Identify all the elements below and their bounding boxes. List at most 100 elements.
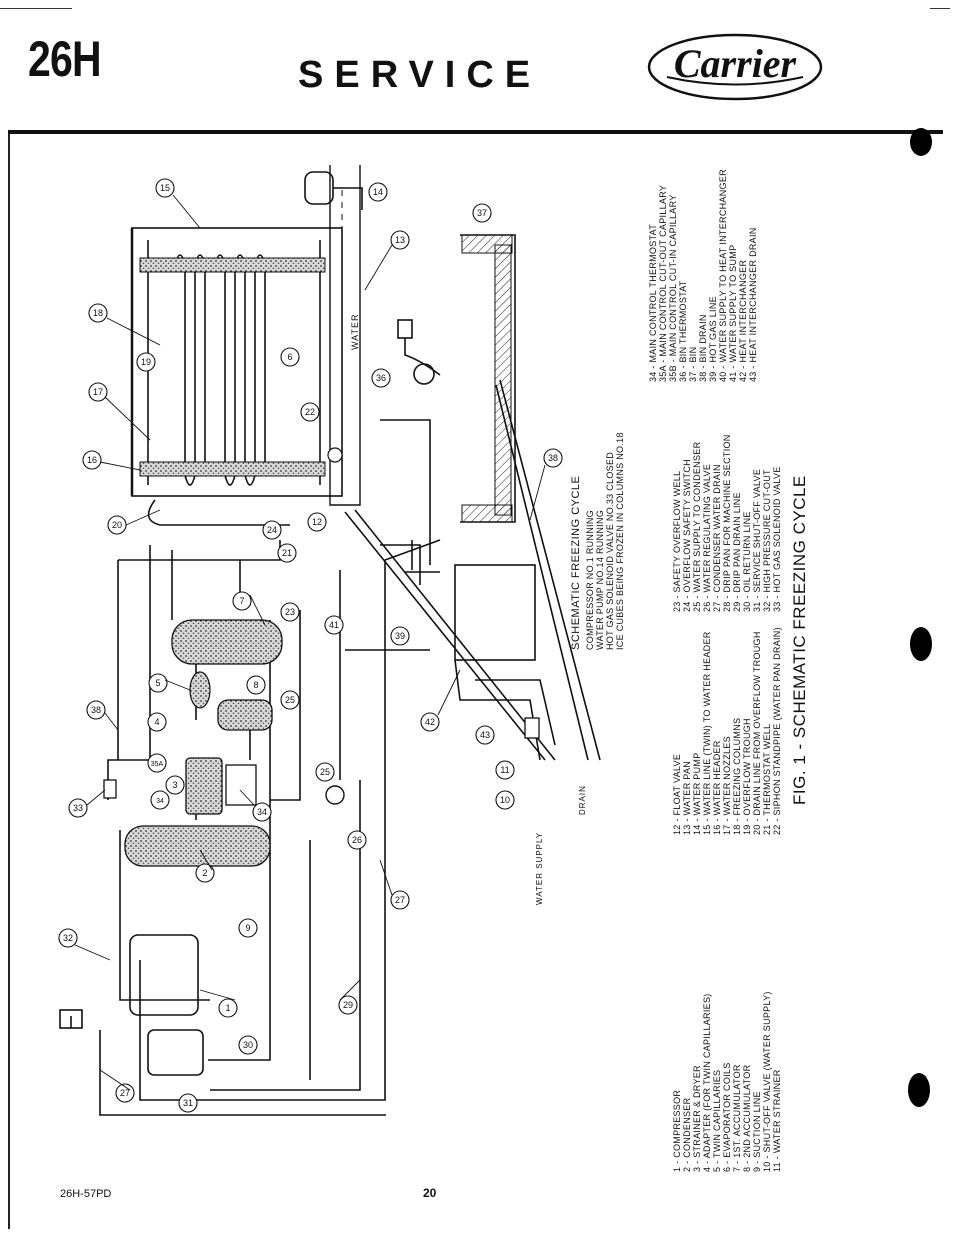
legend-item: 15 - WATER LINE (TWIN) TO WATER HEADER — [702, 631, 712, 835]
callout-18: 18 — [88, 303, 108, 323]
piping-lines — [59, 165, 601, 1116]
legend-item: 16 - WATER HEADER — [712, 740, 722, 835]
leader-lines — [74, 194, 546, 1091]
legend-item: 36 - BIN THERMOSTAT — [678, 280, 688, 382]
condenser — [124, 825, 271, 867]
legend-item: 40 - WATER SUPPLY TO HEAT INTERCHANGER — [718, 169, 728, 382]
model-number: 26H — [28, 31, 102, 87]
svg-text:3: 3 — [172, 780, 177, 790]
water-pan — [329, 165, 361, 506]
callout-27a: 27 — [390, 890, 410, 910]
svg-text:41: 41 — [329, 620, 339, 630]
callout-42: 42 — [420, 712, 440, 732]
svg-text:22: 22 — [305, 407, 315, 417]
hot-gas-solenoid — [103, 779, 117, 799]
legend-item: 29 - DRIP PAN DRAIN LINE — [732, 492, 742, 612]
svg-text:33: 33 — [73, 803, 83, 813]
second-accumulator — [217, 699, 273, 731]
callout-34: 34 — [252, 802, 272, 822]
page-title: SERVICE — [298, 54, 542, 96]
legend-item: 38 - BIN DRAIN — [698, 314, 708, 382]
svg-text:38: 38 — [91, 705, 101, 715]
callout-35b: 35A — [147, 753, 167, 773]
svg-text:30: 30 — [243, 1040, 253, 1050]
legend-item: 39 - HOT GAS LINE — [708, 296, 718, 382]
legend-item: 23 - SAFETY OVERFLOW WELL — [672, 470, 682, 612]
cycle-line: WATER PUMP NO.14 RUNNING — [595, 509, 605, 650]
legend-item: 42 - HEAT INTERCHANGER — [738, 259, 748, 382]
callout-21: 21 — [277, 543, 297, 563]
callout-39: 38 — [86, 700, 106, 720]
first-accumulator — [171, 619, 283, 665]
svg-text:23: 23 — [285, 607, 295, 617]
callout-38: 38 — [543, 448, 563, 468]
logo-ellipse-icon — [647, 33, 823, 101]
svg-text:20: 20 — [112, 520, 122, 530]
svg-text:24: 24 — [267, 525, 277, 535]
legend-item: 22 - SIPHON STANDPIPE (WATER PAN DRAIN) — [772, 627, 782, 835]
callout-10: 10 — [495, 790, 515, 810]
svg-text:8: 8 — [253, 680, 258, 690]
upper-header — [139, 257, 326, 273]
callout-23: 23 — [280, 602, 300, 622]
svg-text:14: 14 — [373, 187, 383, 197]
svg-text:32: 32 — [63, 933, 73, 943]
callout-25: 25 — [315, 762, 335, 782]
svg-text:34: 34 — [156, 798, 164, 805]
callout-3: 3 — [165, 775, 185, 795]
callout-2: 2 — [195, 863, 215, 883]
callout-1: 1 — [218, 998, 238, 1018]
callout-5: 5 — [148, 673, 168, 693]
top-rule-left — [0, 8, 72, 9]
binding-hole-middle — [910, 627, 932, 661]
svg-text:15: 15 — [160, 183, 170, 193]
svg-text:26: 26 — [352, 835, 362, 845]
svg-text:16: 16 — [87, 455, 97, 465]
legend-item: 24 - OVERFLOW SAFETY SWITCH — [682, 459, 692, 612]
callout-28: 25 — [280, 690, 300, 710]
legend-item: 9 - SUCTION LINE — [752, 1091, 762, 1172]
svg-text:39: 39 — [395, 631, 405, 641]
svg-text:27: 27 — [120, 1088, 130, 1098]
svg-text:13: 13 — [395, 235, 405, 245]
callout-32: 32 — [58, 928, 78, 948]
legend-item: 41 - WATER SUPPLY TO SUMP — [728, 244, 738, 382]
binding-hole-bottom — [908, 1073, 930, 1107]
legend-item: 12 - FLOAT VALVE — [672, 753, 682, 835]
legend-item: 20 - DRAIN LINE FROM OVERFLOW TROUGH — [752, 631, 762, 835]
callout-27b: 27 — [115, 1083, 135, 1103]
legend-item: 1 - COMPRESSOR — [672, 1089, 682, 1172]
callout-24: 24 — [262, 520, 282, 540]
legend-item: 8 - 2ND ACCUMULATOR — [742, 1064, 752, 1172]
callout-43: 43 — [475, 725, 495, 745]
svg-text:21: 21 — [282, 548, 292, 558]
svg-text:4: 4 — [154, 717, 159, 727]
callout-37: 37 — [472, 203, 492, 223]
callout-26: 26 — [347, 830, 367, 850]
main-control-thermostat — [225, 764, 257, 806]
legend-item: 11 - WATER STRAINER — [772, 1069, 782, 1172]
legend-item: 3 - STRAINER & DRYER — [692, 1065, 702, 1172]
left-margin-rule — [8, 134, 10, 1229]
svg-text:42: 42 — [425, 717, 435, 727]
svg-text:19: 19 — [141, 357, 151, 367]
svg-text:6: 6 — [287, 352, 292, 362]
legend-item: 43 - HEAT INTERCHANGER DRAIN — [748, 227, 758, 382]
svg-text:43: 43 — [480, 730, 490, 740]
legend-item: 27 - CONDENSER WATER DRAIN — [712, 464, 722, 612]
svg-text:35A: 35A — [151, 761, 164, 768]
svg-text:5: 5 — [155, 678, 160, 688]
svg-text:34: 34 — [257, 807, 267, 817]
figure-caption: FIG. 1 - SCHEMATIC FREEZING CYCLE — [790, 475, 809, 805]
legend-item: 2 - CONDENSER — [682, 1097, 692, 1172]
header-rule — [8, 130, 943, 134]
cycle-line: HOT GAS SOLENOID VALVE NO.33 CLOSED — [605, 451, 615, 650]
callout-12: 12 — [307, 512, 327, 532]
legend-item: 32 - HIGH PRESSURE CUT-OUT — [762, 469, 772, 612]
drain-label: DRAIN — [578, 785, 587, 815]
document-code: 26H-57PD — [60, 1188, 112, 1200]
svg-text:7: 7 — [239, 596, 244, 606]
callout-22: 22 — [300, 402, 320, 422]
carrier-logo: Carrier — [645, 30, 825, 104]
legend-item: 26 - WATER REGULATING VALVE — [702, 463, 712, 612]
